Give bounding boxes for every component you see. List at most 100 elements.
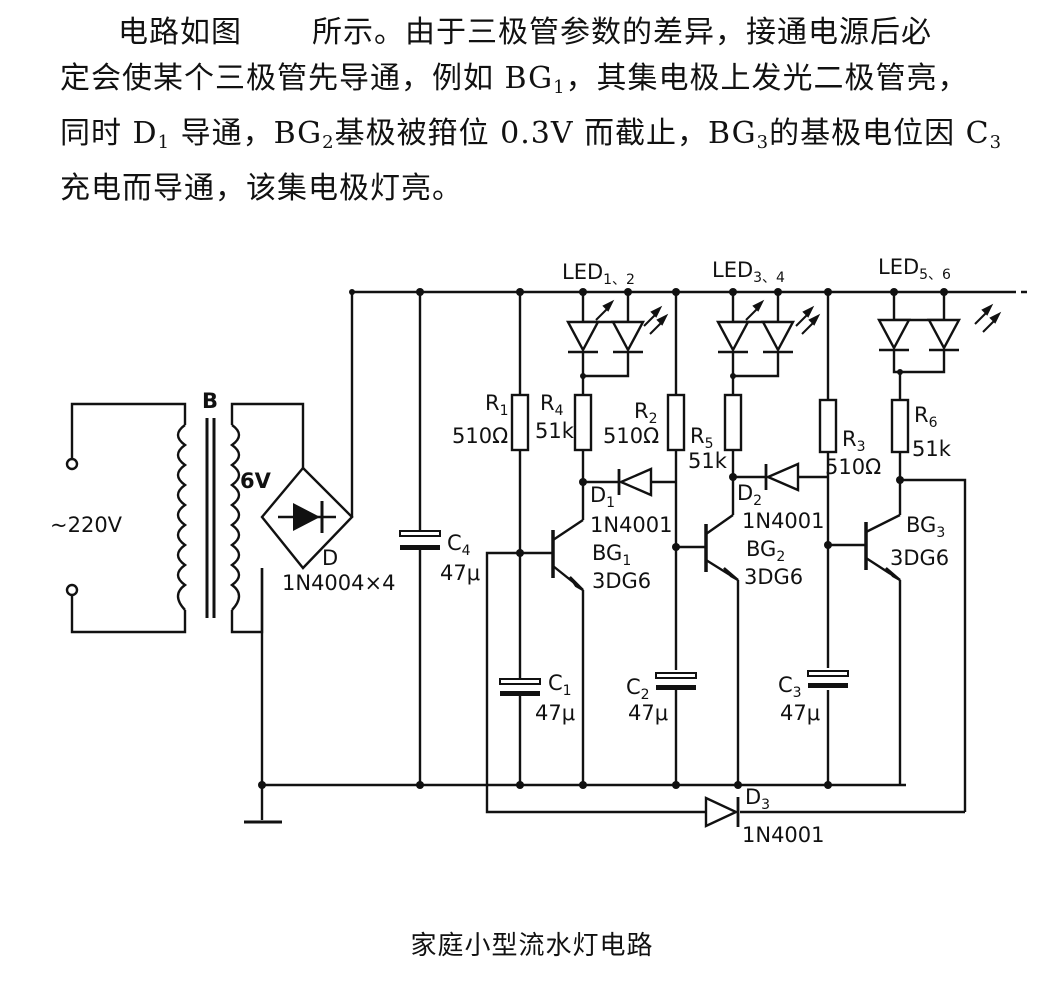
led-pair-3-4 [715,299,821,354]
label-led34: LED3、4 [712,258,785,286]
primary-coil [176,424,188,611]
subscript: 2 [322,132,335,153]
text-fragment: 所示。由于三极管参数的差异，接通电源后必 [312,15,932,50]
label-r6: R6 [914,403,938,431]
description-line-1: 电路如图 所示。由于三极管参数的差异，接通电源后必 [60,10,1020,56]
junction-dots [258,288,948,789]
label-c2-value: 47μ [628,701,668,725]
capacitor-c3 [807,670,849,688]
text-fragment: ，其集电极上发光二极管亮， [565,61,969,96]
label-c1-value: 47μ [535,701,575,725]
diode-d3 [704,796,740,828]
wire-mains-top [70,402,187,462]
subscript: 3 [989,132,1003,153]
resistor-r1 [510,393,530,452]
subscript: 1 [157,132,171,153]
label-c4: C4 [447,531,471,559]
label-r2-value: 510Ω [603,424,659,448]
description-line-2: 定会使某个三极管先导通，例如 BG1，其集电极上发光二极管亮， [60,56,1020,111]
wire-mains-bottom [70,590,187,634]
transistor-bg2 [704,514,739,582]
label-bg3: BG3 [906,513,945,541]
label-d1-part: 1N4001 [590,513,673,537]
capacitor-c1 [499,678,541,696]
resistor-r4 [573,393,593,452]
text-fragment: 基极被箝位 0.3V 而截止，BG [334,116,757,151]
description-text: 电路如图 所示。由于三极管参数的差异，接通电源后必 定会使某个三极管先导通，例如 … [60,10,1020,212]
description-line-3: 同时 D1 导通，BG2基极被箝位 0.3V 而截止，BG3的基极电位因 C3 [60,111,1020,166]
label-r4: R4 [540,391,564,419]
transistor-bg1 [551,519,584,592]
led-pair-5-6 [876,303,1002,352]
label-c3: C3 [778,673,802,701]
capacitor-c2 [655,672,697,690]
text-fragment: 定会使某个三极管先导通，例如 BG [60,61,554,96]
label-d2: D2 [737,481,762,509]
text-fragment: 电路如图 [118,15,242,50]
label-r3: R3 [842,427,866,455]
label-bridge-part: 1N4004×4 [282,571,395,595]
subscript: 3 [756,132,770,153]
label-bridge: D [322,546,338,570]
label-led56: LED5、6 [878,255,951,283]
label-c1: C1 [548,671,572,699]
wire-secondary-top [230,402,305,468]
label-d3-part: 1N4001 [742,823,825,847]
led-pair-1-2 [565,299,669,354]
label-r5: R5 [690,424,714,452]
label-bg2-part: 3DG6 [744,565,803,589]
label-d3: D3 [745,785,770,813]
wire-led56-parallel-bottom [892,350,946,374]
label-d1: D1 [590,483,615,511]
capacitor-c4 [399,530,441,550]
label-r5-value: 51k [688,449,728,473]
label-secondary-voltage: 6V [240,469,272,493]
mains-terminal-bottom [65,583,79,597]
secondary-coil [229,424,241,611]
label-d2-part: 1N4001 [742,509,825,533]
wire-ground-rail [260,568,906,787]
text-fragment: 的基极电位因 C [769,116,990,151]
label-bg1: BG1 [592,541,631,569]
figure-caption: 家庭小型流水灯电路 [410,931,654,961]
mains-terminal-top [65,457,79,471]
resistor-r6 [890,398,910,454]
transistor-bg3 [864,513,901,582]
wire-d3-left [485,551,706,814]
transformer-symbol [176,418,241,618]
label-r3-value: 510Ω [825,455,881,479]
label-r1: R1 [485,391,509,419]
text-fragment: 同时 D [60,116,158,151]
label-bg2: BG2 [746,537,785,565]
label-c2: C2 [626,675,650,703]
label-r1-value: 510Ω [452,424,508,448]
wire-led12-parallel-bottom [581,352,630,378]
wire-collector3-feedback [900,478,967,812]
wire-led34-parallel-top [731,292,780,324]
bridge-diode-symbol [278,501,336,533]
resistor-r5 [723,393,743,452]
label-c4-value: 47μ [440,561,480,585]
label-c3-value: 47μ [780,701,820,725]
label-r6-value: 51k [912,437,952,461]
label-led12: LED1、2 [562,260,635,288]
label-transformer: B [202,389,218,413]
label-bg1-part: 3DG6 [592,569,651,593]
circuit-wires [70,290,1010,820]
text-fragment: 导通，BG [170,116,323,151]
resistor-r2 [666,393,686,452]
diode-d1 [617,467,653,497]
resistor-r3 [818,398,838,454]
resistors [510,393,910,454]
description-line-4: 充电而导通，该集电极灯亮。 [60,166,1020,212]
diode-d2 [764,462,800,492]
wire-led34-parallel-bottom [731,352,780,378]
text-fragment: 充电而导通，该集电极灯亮。 [60,171,463,206]
label-r4-value: 51k [535,419,575,443]
label-bg3-part: 3DG6 [890,546,949,570]
subscript: 1 [553,77,566,98]
wire-led56-parallel-top [892,292,946,322]
label-r2: R2 [634,399,658,427]
label-mains: ~220V [50,513,123,537]
